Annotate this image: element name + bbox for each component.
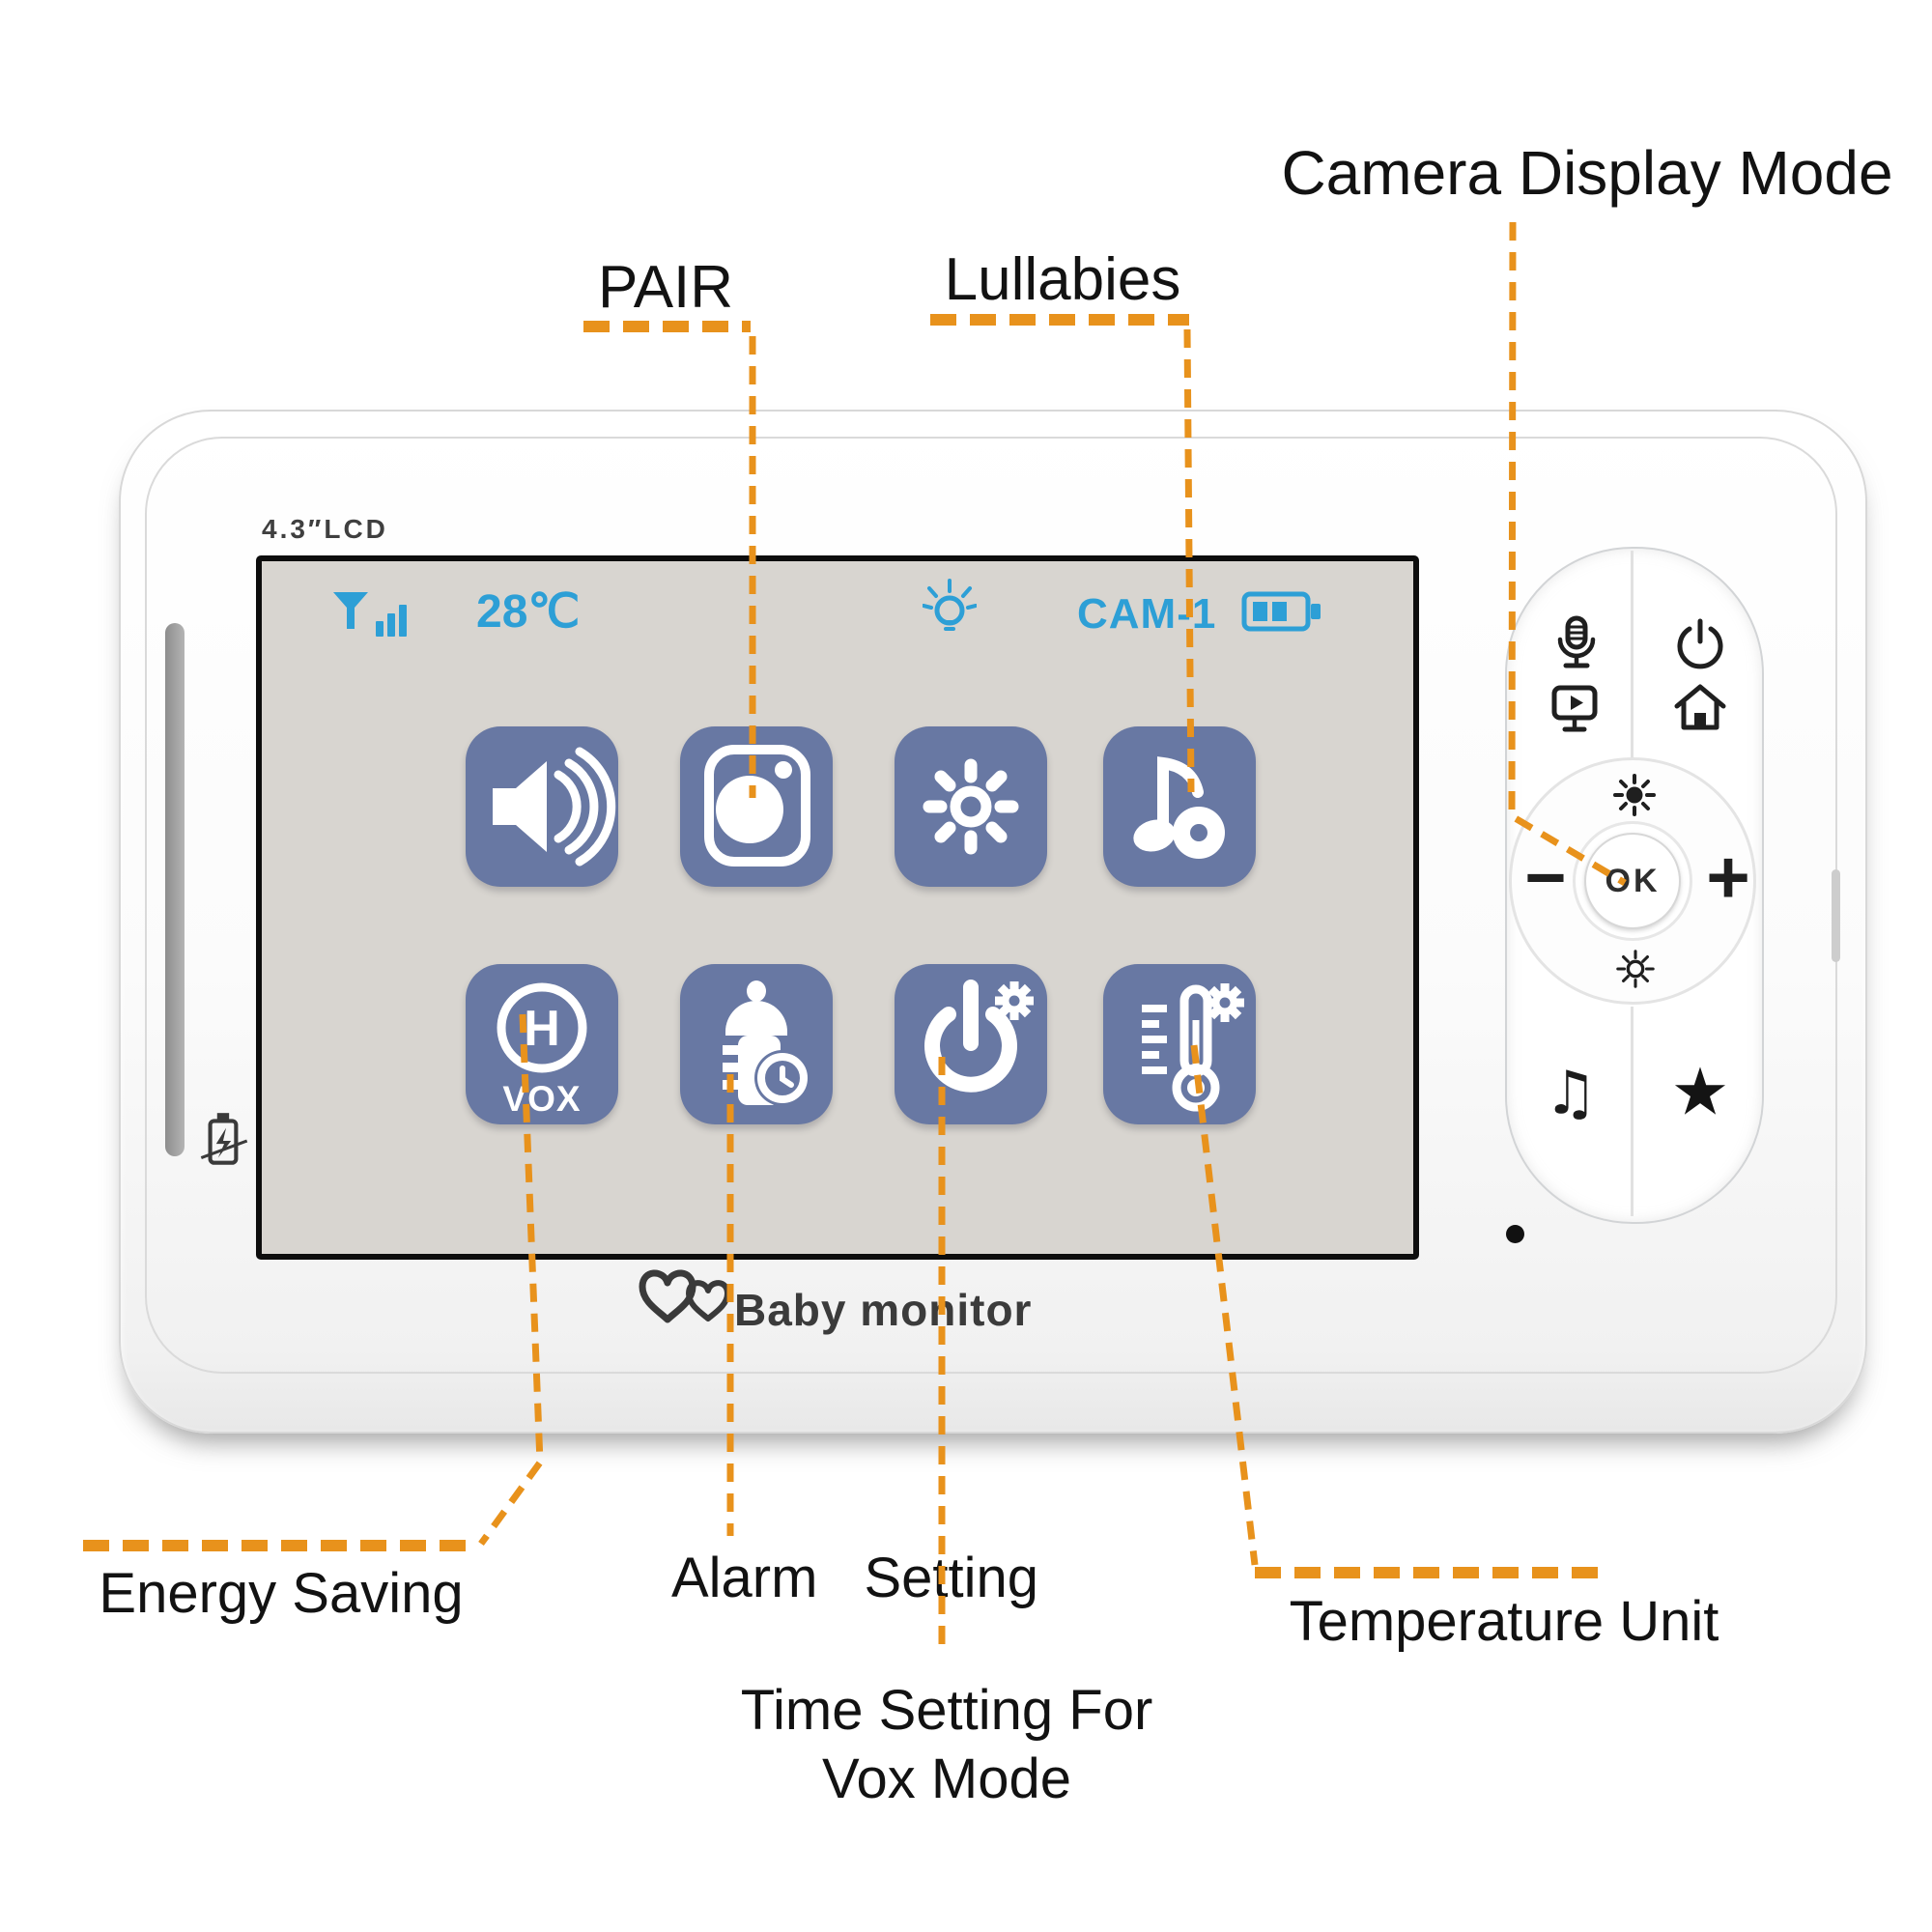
pad-divider-bottom (1631, 1007, 1634, 1216)
menu-tile-alarm[interactable] (680, 964, 833, 1124)
ok-label: OK (1605, 862, 1661, 899)
sun-filled-icon[interactable] (1611, 772, 1658, 818)
monitor-play-icon[interactable] (1548, 681, 1602, 735)
lcd-size-label: 4.3″LCD (262, 514, 388, 544)
temperature-readout: 28℃ (476, 586, 581, 638)
callout-alarm-setting: Alarm Setting (671, 1546, 1038, 1610)
music-note-disc-icon (1133, 756, 1225, 859)
vox-circle-icon: H VOX (497, 982, 587, 1119)
microphone-icon[interactable] (1549, 614, 1604, 676)
menu-tile-lullabies[interactable] (1103, 726, 1256, 887)
pad-divider-top (1631, 551, 1634, 759)
menu-tile-temperature-unit[interactable] (1103, 964, 1256, 1124)
star-button[interactable]: ★ (1670, 1054, 1730, 1131)
led-indicator (1506, 1225, 1524, 1243)
lcd-screen[interactable]: 28℃ CAM-1 (256, 555, 1419, 1260)
callout-energy-saving: Energy Saving (99, 1562, 464, 1625)
menu-tile-brightness[interactable] (895, 726, 1047, 887)
camera-id-label: CAM-1 (1077, 590, 1217, 638)
brand-label: Baby monitor (734, 1285, 1033, 1335)
svg-text:VOX: VOX (502, 1079, 581, 1119)
speaker-slot (165, 623, 185, 1156)
svg-text:H: H (524, 1001, 560, 1057)
camera-icon (704, 745, 810, 867)
menu-tile-vox-time[interactable] (895, 964, 1047, 1124)
setting-word: Setting (864, 1547, 1039, 1609)
callout-temperature-unit: Temperature Unit (1289, 1590, 1719, 1653)
battery-icon (1241, 591, 1321, 632)
signal-strength-icon (333, 592, 407, 637)
thermometer-gear-icon (1142, 964, 1256, 1112)
alarm-word: Alarm (670, 1547, 818, 1609)
ok-button[interactable]: OK (1584, 833, 1681, 929)
callout-lullabies: Lullabies (944, 246, 1181, 313)
hearts-logo-icon (639, 1269, 730, 1323)
charging-battery-icon (200, 1113, 248, 1165)
power-icon[interactable] (1673, 616, 1727, 670)
callout-camera-display-mode: Camera Display Mode (1281, 138, 1893, 208)
menu-tile-vox-energy-saving[interactable]: H VOX (466, 964, 618, 1124)
sun-icon (923, 758, 1019, 855)
side-button[interactable] (1832, 869, 1840, 962)
callout-pair: PAIR (597, 254, 734, 321)
sun-outline-icon[interactable] (1613, 947, 1658, 991)
lullaby-button[interactable]: ♫ (1544, 1057, 1598, 1128)
callout-time-setting: Time Setting For Vox Mode (741, 1677, 1153, 1814)
time-setting-line1: Time Setting For (740, 1679, 1153, 1742)
baby-bottle-clock-icon (723, 980, 810, 1106)
plus-button[interactable]: + (1706, 834, 1750, 920)
menu-tile-volume[interactable] (466, 726, 618, 887)
speaker-waves-icon (493, 747, 616, 867)
time-setting-line2: Vox Mode (822, 1747, 1071, 1810)
power-gear-icon (924, 964, 1047, 1093)
minus-button[interactable]: − (1524, 837, 1567, 918)
home-icon[interactable] (1671, 681, 1729, 735)
lamp-icon (923, 579, 977, 631)
menu-tile-pair[interactable] (680, 726, 833, 887)
